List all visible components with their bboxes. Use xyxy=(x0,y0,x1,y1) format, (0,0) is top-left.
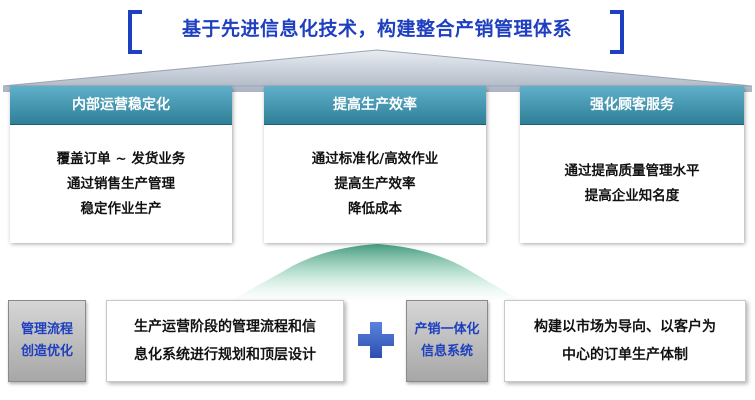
pillar-line: 通过标准化/高效作业 xyxy=(311,150,439,167)
label-line: 产销一体化 xyxy=(414,322,480,337)
pillar-line: 提高生产效率 xyxy=(334,175,416,192)
pillar-body: 覆盖订单 ~ 发货业务 通过销售生产管理 稳定作业生产 xyxy=(10,125,232,243)
pillar-customer-service: 强化顾客服务 通过提高质量管理水平 提高企业知名度 xyxy=(520,86,744,243)
pillar-internal-operations: 内部运营稳定化 覆盖订单 ~ 发货业务 通过销售生产管理 稳定作业生产 xyxy=(10,86,232,243)
pillar-line: 稳定作业生产 xyxy=(80,200,162,217)
pillar-line: 通过销售生产管理 xyxy=(67,175,175,192)
pillar-header: 强化顾客服务 xyxy=(520,86,744,125)
label-process-optimization: 管理流程 创造优化 xyxy=(8,300,86,382)
title-bracket-left xyxy=(128,10,142,54)
pillar-line: 覆盖订单 ~ 发货业务 xyxy=(56,150,186,167)
desc-line: 构建以市场为导向、以客户为 xyxy=(534,319,716,335)
desc-process-optimization: 生产运营阶段的管理流程和信 息化系统进行规划和顶层设计 xyxy=(106,300,344,382)
pillar-body: 通过标准化/高效作业 提高生产效率 降低成本 xyxy=(264,125,486,243)
desc-line: 中心的订单生产体制 xyxy=(562,347,688,363)
pillar-body: 通过提高质量管理水平 提高企业知名度 xyxy=(520,125,744,243)
plus-icon xyxy=(358,322,394,358)
label-line: 信息系统 xyxy=(420,344,473,359)
pillar-production-efficiency: 提高生产效率 通过标准化/高效作业 提高生产效率 降低成本 xyxy=(264,86,486,243)
pillar-header: 内部运营稳定化 xyxy=(10,86,232,125)
label-line: 创造优化 xyxy=(20,344,73,359)
label-line: 管理流程 xyxy=(20,322,73,337)
desc-line: 息化系统进行规划和顶层设计 xyxy=(134,347,316,363)
pillar-line: 通过提高质量管理水平 xyxy=(564,163,700,179)
pillar-line: 降低成本 xyxy=(348,200,402,217)
page-title: 基于先进信息化技术，构建整合产销管理体系 xyxy=(181,18,572,40)
spotlight-cone xyxy=(232,244,520,300)
desc-integrated-system: 构建以市场为导向、以客户为 中心的订单生产体制 xyxy=(504,300,746,382)
label-integrated-system: 产销一体化 信息系统 xyxy=(406,300,488,382)
pillar-line: 提高企业知名度 xyxy=(584,188,680,204)
desc-line: 生产运营阶段的管理流程和信 xyxy=(134,319,316,335)
title-bracket-right xyxy=(610,10,624,54)
pillar-header: 提高生产效率 xyxy=(264,86,486,125)
